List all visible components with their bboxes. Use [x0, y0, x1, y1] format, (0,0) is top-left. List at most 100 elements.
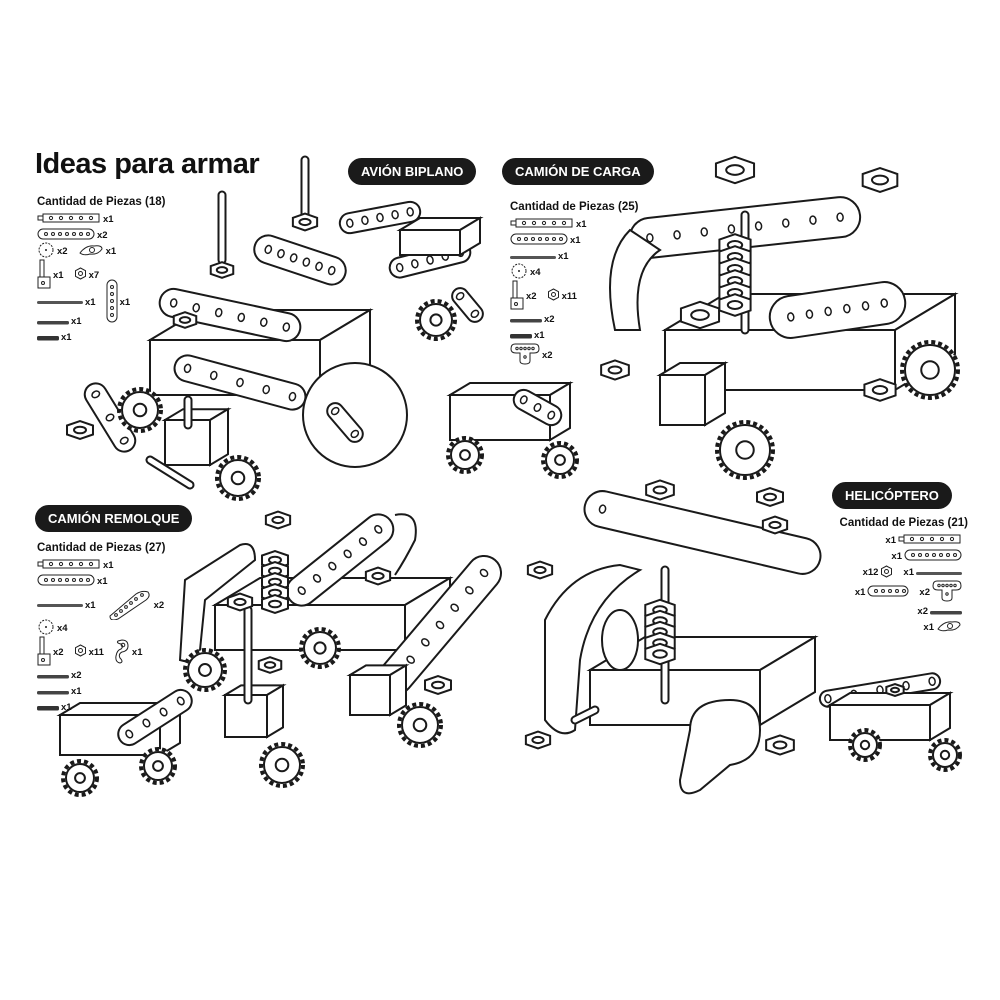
parts-row: x1: [37, 330, 165, 345]
part-item: x2: [37, 636, 64, 669]
t-plate-piece-icon: [932, 580, 962, 605]
part-item: x1: [37, 296, 96, 308]
bar-hole: [159, 707, 168, 717]
bar-hole: [928, 676, 936, 687]
nut-hole-icon: [871, 174, 889, 186]
bar-hole: [169, 298, 178, 308]
part-item: x1: [903, 567, 962, 579]
curved-bar: [544, 563, 643, 735]
piece-count: x1: [103, 560, 114, 571]
piece-count: x1: [903, 567, 914, 578]
bar-hole: [183, 363, 192, 374]
nut-hole-icon: [772, 740, 788, 750]
part-item: x1: [891, 549, 962, 564]
nut-hole-icon: [533, 565, 547, 575]
parts-row: x1: [37, 558, 170, 573]
nut-hole-icon: [268, 599, 282, 609]
piece-count: x1: [854, 586, 866, 598]
part-item: x1: [78, 243, 117, 260]
disc-piece: [601, 609, 639, 671]
part-item: x1: [37, 559, 114, 572]
wheel-hub-icon: [939, 749, 951, 761]
piece-count: x1: [534, 330, 545, 341]
nut-hole-icon: [371, 571, 385, 581]
piece-count: x7: [88, 269, 100, 281]
bar-hole: [455, 291, 465, 301]
parts-count-header: Cantidad de Piezas (27): [37, 542, 166, 554]
bar-hole: [259, 317, 268, 327]
parts-row: x1: [37, 700, 170, 715]
bar-hole: [809, 215, 817, 225]
rod-mid-piece-icon: [510, 314, 542, 326]
piece-count: x4: [57, 623, 68, 634]
bar-hole: [91, 390, 101, 399]
parts-row: x1: [37, 574, 170, 589]
piece-count: x1: [570, 235, 581, 246]
bar-hole: [214, 307, 223, 318]
bar-hole: [312, 573, 322, 583]
bar-hole: [673, 230, 681, 240]
part-item: x1: [510, 218, 587, 231]
bar-hole: [479, 568, 489, 578]
part-item: x1: [510, 251, 569, 263]
piece-count: x1: [885, 535, 896, 546]
gear-piece-icon: [37, 241, 55, 262]
nut-hole-icon: [652, 485, 668, 495]
block-side: [266, 683, 284, 739]
block-side: [389, 663, 407, 717]
bar-hole: [836, 212, 844, 222]
bar-hole: [754, 221, 763, 231]
bar-hole: [435, 620, 445, 630]
bar-hole: [236, 377, 244, 388]
part-item: x2: [510, 280, 537, 313]
wheel-hub-icon: [274, 757, 290, 773]
gear-piece-icon: [37, 618, 55, 639]
nut-hole-icon: [73, 425, 87, 435]
bar-body: [583, 490, 822, 575]
rod-mid-piece-icon: [930, 606, 962, 618]
bar-7-piece-icon: [510, 233, 568, 248]
piece-count: x1: [105, 246, 117, 257]
part-item: x2: [37, 228, 108, 243]
rod-short-piece-icon: [37, 332, 59, 344]
bar-hole: [406, 655, 416, 664]
nut-hole-icon: [652, 649, 668, 659]
bar-hole: [328, 561, 337, 571]
piece-count: x11: [561, 290, 577, 302]
part-item: x12: [863, 564, 894, 581]
nut-hole-icon: [890, 686, 900, 694]
nut-hole-icon: [271, 515, 285, 525]
wheel-hub-icon: [412, 717, 428, 733]
wheel-hub-icon: [74, 772, 86, 784]
gear-piece-icon: [510, 262, 528, 283]
plank-5-piece-icon: [898, 534, 962, 547]
perforated-bar: [326, 402, 364, 443]
perforated-bar: [583, 490, 822, 575]
piece-count: x1: [119, 296, 131, 308]
bar-hole: [358, 537, 368, 547]
piece-count: x1: [61, 702, 72, 713]
bar-hole: [330, 406, 340, 416]
parts-count-header: Cantidad de Piezas (18): [37, 196, 166, 208]
perforated-bar: [377, 554, 503, 696]
parts-row: x12 x1: [828, 564, 968, 581]
badge-camion-de-carga: CAMIÓN DE CARGA: [502, 158, 654, 185]
plank-5-piece-icon: [37, 213, 101, 226]
piece-count: x1: [85, 296, 96, 308]
part-item: x2: [37, 241, 68, 262]
page-title: Ideas para armar: [35, 148, 260, 180]
piece-count: x1: [71, 316, 82, 327]
bar-hole: [262, 384, 271, 395]
wheel-hub-icon: [554, 454, 566, 466]
rod-long-piece-icon: [510, 251, 556, 263]
perforated-bar: [768, 281, 907, 339]
rod-short-piece-icon: [37, 702, 59, 714]
nut-hole-icon: [607, 365, 623, 375]
bar-hole: [176, 696, 185, 706]
bar-hole: [843, 303, 851, 314]
piece-count: x2: [153, 599, 165, 611]
parts-row: x2 x11: [510, 280, 638, 313]
nut-piece-icon: [74, 644, 87, 660]
parts-row: x1: [828, 549, 968, 564]
